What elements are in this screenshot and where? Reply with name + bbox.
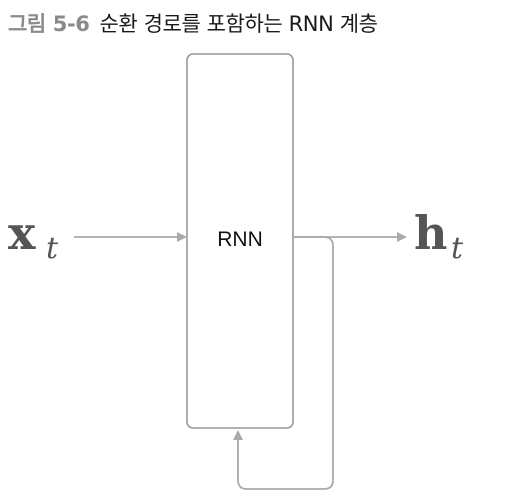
output-variable-subscript: t: [451, 231, 464, 266]
rnn-block-label: RNN: [217, 228, 263, 251]
figure-number: 그림 5-6: [8, 12, 90, 36]
figure-caption: 그림 5-6 순환 경로를 포함하는 RNN 계층: [8, 8, 378, 38]
rnn-block: [186, 53, 294, 429]
figure-title: 순환 경로를 포함하는 RNN 계층: [99, 12, 378, 36]
input-variable-symbol: x: [8, 206, 36, 260]
output-variable-symbol: h: [414, 206, 447, 260]
input-variable-subscript: t: [46, 231, 59, 266]
recurrent-loop-arrow: [233, 236, 334, 490]
